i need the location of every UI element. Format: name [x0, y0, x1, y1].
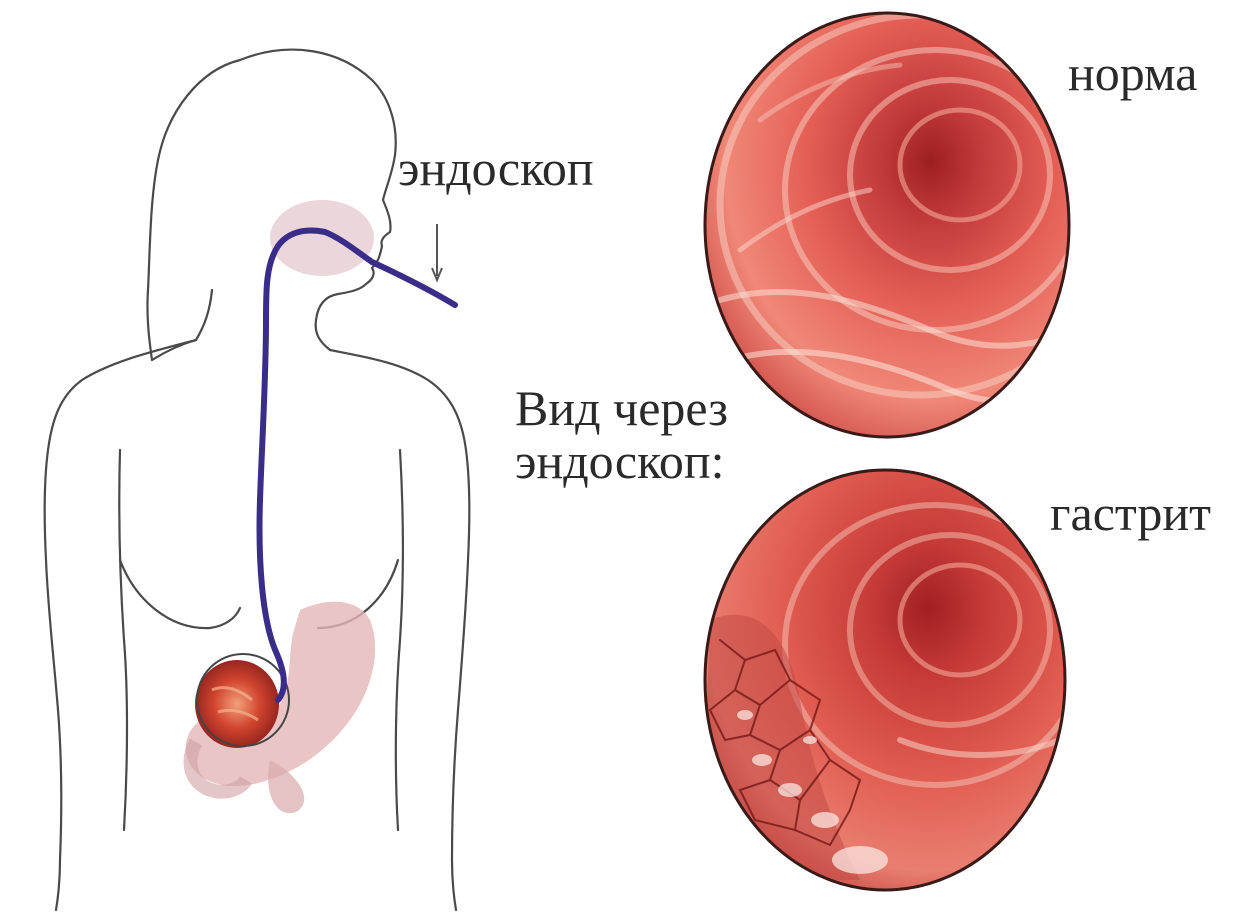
gastritis-view-label: гастрит [1050, 487, 1211, 540]
view-through-endoscope-label: Вид через эндоскоп: [515, 382, 728, 487]
view-label-line-2: эндоскоп: [515, 435, 728, 488]
view-label-line-1: Вид через [515, 382, 728, 435]
endoscopic-view-normal-icon [705, 13, 1120, 437]
normal-view-label: норма [1068, 47, 1198, 100]
endoscope-label: эндоскоп [398, 142, 594, 195]
stomach-focus-icon [195, 654, 289, 748]
arrow-down-icon [432, 224, 442, 280]
endoscopic-view-gastritis-icon [700, 470, 1085, 890]
